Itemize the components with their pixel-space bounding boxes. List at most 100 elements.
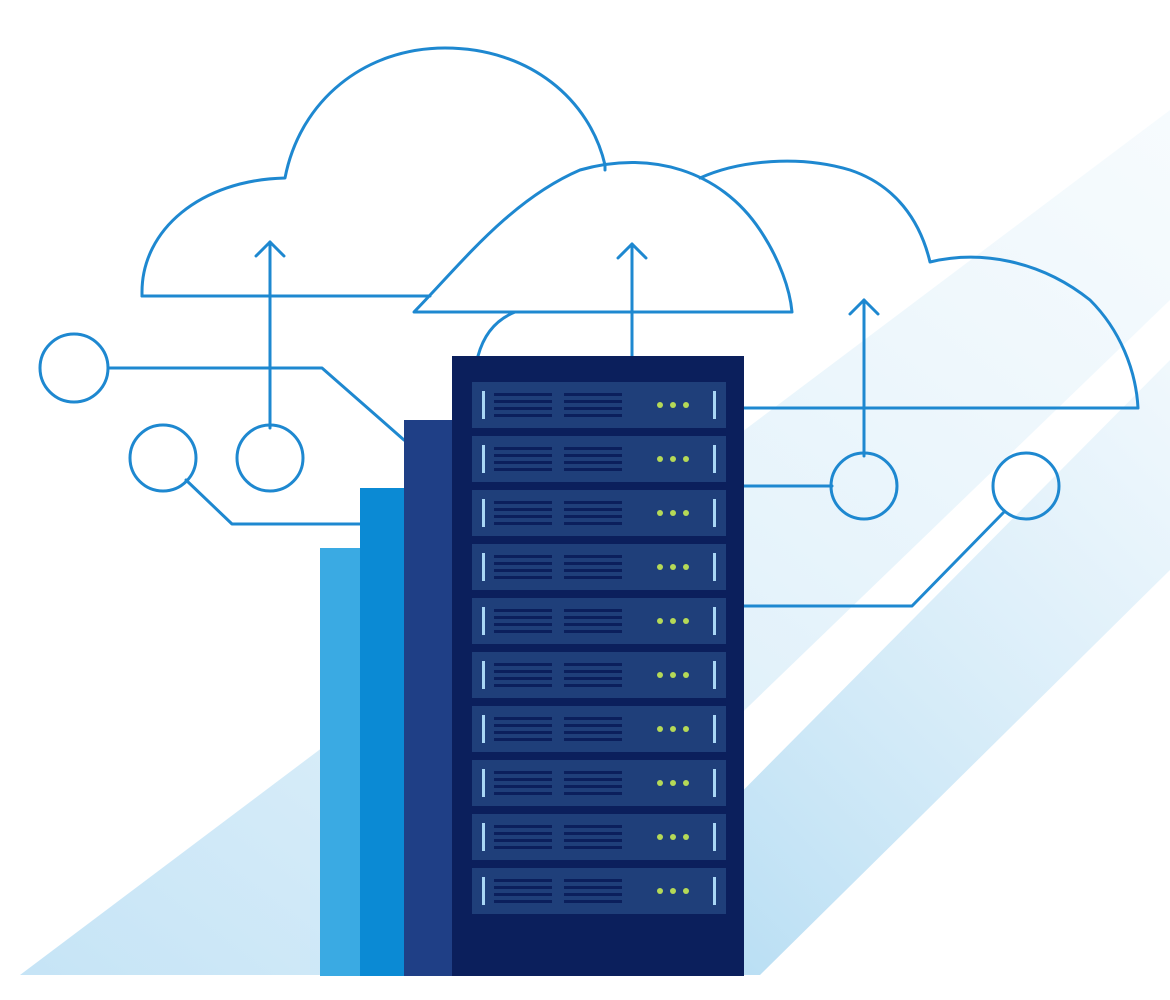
- vent-line: [494, 731, 552, 734]
- vent-line: [564, 893, 622, 896]
- vent-line: [494, 879, 552, 882]
- vent-line: [494, 684, 552, 687]
- vent-line: [564, 468, 622, 471]
- server-unit: [472, 382, 726, 428]
- cloud-icon: [140, 46, 607, 298]
- vent-line: [494, 562, 552, 565]
- vent-line: [494, 792, 552, 795]
- status-led: [657, 780, 663, 786]
- status-led: [657, 456, 663, 462]
- vent-line: [564, 630, 622, 633]
- vent-line: [564, 393, 622, 396]
- unit-handle-left: [482, 715, 485, 743]
- vent-line: [494, 522, 552, 525]
- network-node-icon: [38, 332, 110, 404]
- vent-line: [494, 609, 552, 612]
- rack-steps: [320, 420, 456, 976]
- vent-line: [494, 508, 552, 511]
- vent-line: [494, 717, 552, 720]
- vent-line: [564, 832, 622, 835]
- vent-line: [494, 832, 552, 835]
- vent-line: [494, 461, 552, 464]
- vent-line: [494, 414, 552, 417]
- vent-line: [564, 771, 622, 774]
- connector-line: [184, 478, 362, 526]
- upload-arrow-icon: [616, 242, 648, 358]
- connectors: [106, 366, 1006, 608]
- network-node-icon: [235, 423, 305, 493]
- upload-arrow-icon: [848, 298, 880, 458]
- status-led: [670, 834, 676, 840]
- server-unit: [472, 760, 726, 806]
- server-unit: [472, 598, 726, 644]
- unit-handle-right: [713, 445, 716, 473]
- vent-line: [494, 393, 552, 396]
- vent-line: [564, 785, 622, 788]
- status-led: [657, 402, 663, 408]
- unit-handle-right: [713, 499, 716, 527]
- status-led: [670, 780, 676, 786]
- status-led: [683, 402, 689, 408]
- vent-line: [494, 785, 552, 788]
- vent-line: [564, 684, 622, 687]
- cloud-bump-behind-rack: [476, 310, 517, 358]
- vent-line: [564, 508, 622, 511]
- unit-handle-left: [482, 391, 485, 419]
- vent-line: [564, 461, 622, 464]
- status-led: [670, 510, 676, 516]
- cloud-icon: [698, 159, 1140, 410]
- vent-line: [564, 724, 622, 727]
- status-led: [683, 564, 689, 570]
- vent-line: [494, 724, 552, 727]
- connector-line: [106, 366, 406, 442]
- vent-line: [564, 576, 622, 579]
- server-unit: [472, 490, 726, 536]
- vent-line: [564, 414, 622, 417]
- unit-handle-left: [482, 553, 485, 581]
- unit-handle-left: [482, 607, 485, 635]
- rack-step-dark: [404, 420, 456, 976]
- server-unit: [472, 814, 726, 860]
- status-led: [683, 456, 689, 462]
- vent-line: [564, 670, 622, 673]
- vent-line: [494, 616, 552, 619]
- server-unit: [472, 544, 726, 590]
- clouds: [140, 46, 1140, 410]
- vent-line: [494, 569, 552, 572]
- status-led: [683, 726, 689, 732]
- status-led: [670, 672, 676, 678]
- status-led: [657, 834, 663, 840]
- vent-line: [564, 900, 622, 903]
- vent-line: [564, 407, 622, 410]
- vent-line: [494, 623, 552, 626]
- network-node-icon: [128, 423, 198, 493]
- vent-line: [494, 839, 552, 842]
- vent-line: [564, 717, 622, 720]
- vent-line: [494, 886, 552, 889]
- status-led: [683, 834, 689, 840]
- vent-line: [564, 778, 622, 781]
- vent-line: [564, 738, 622, 741]
- status-led: [670, 402, 676, 408]
- unit-handle-left: [482, 661, 485, 689]
- status-led: [683, 510, 689, 516]
- unit-handle-right: [713, 607, 716, 635]
- vent-line: [564, 400, 622, 403]
- vent-line: [564, 623, 622, 626]
- status-led: [657, 510, 663, 516]
- unit-handle-left: [482, 445, 485, 473]
- vent-line: [564, 609, 622, 612]
- connector-line: [742, 510, 1006, 608]
- vent-line: [564, 569, 622, 572]
- vent-line: [494, 576, 552, 579]
- vent-line: [494, 670, 552, 673]
- status-led: [683, 780, 689, 786]
- status-led: [657, 564, 663, 570]
- unit-handle-right: [713, 661, 716, 689]
- network-node-icon: [829, 451, 899, 521]
- network-node-icon: [991, 451, 1061, 521]
- vent-line: [494, 778, 552, 781]
- unit-handle-right: [713, 823, 716, 851]
- vent-line: [564, 731, 622, 734]
- status-led: [683, 672, 689, 678]
